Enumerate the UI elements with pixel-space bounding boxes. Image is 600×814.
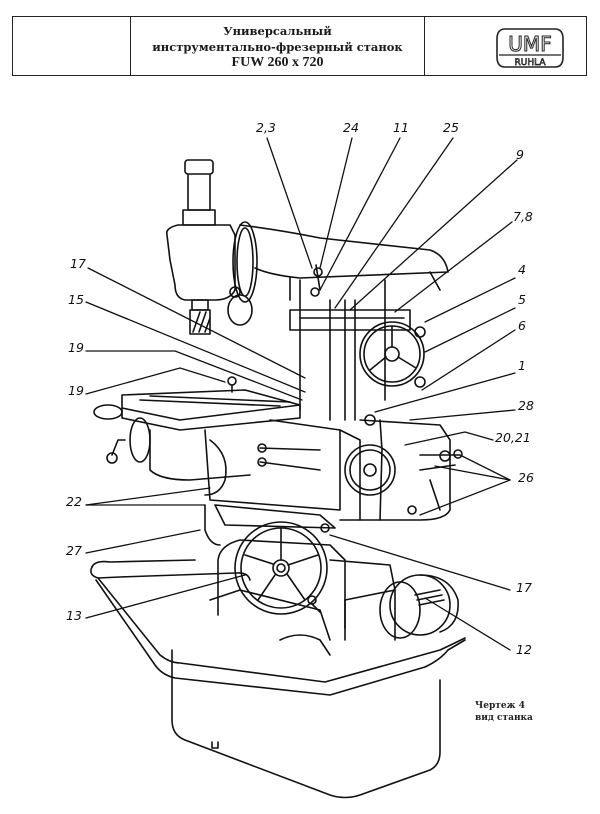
overarm <box>239 224 449 301</box>
callout-17-top: 17 <box>70 256 86 271</box>
title-block: Универсальный инструментально-фрезерный … <box>12 16 587 76</box>
logo-ruhla-text: RUHLA <box>515 58 547 68</box>
leader-26c <box>419 479 511 516</box>
title-block-logo-cell: UMF RUHLA <box>425 17 587 75</box>
umf-ruhla-logo: UMF RUHLA <box>496 28 564 68</box>
work-table <box>121 376 301 431</box>
leader-25 <box>334 137 454 309</box>
leader-28 <box>409 409 516 421</box>
title-line-1: Универсальный <box>223 24 332 38</box>
callout-26: 26 <box>518 470 534 485</box>
leader-22a <box>85 487 211 506</box>
callout-13: 13 <box>66 608 82 623</box>
upper-handwheel <box>359 321 426 388</box>
milling-cutter <box>189 309 211 335</box>
caption-drawing-number: Чертеж 4 <box>475 701 526 711</box>
leader-27 <box>85 529 201 554</box>
drive-motor <box>379 574 459 639</box>
leader-9 <box>349 159 518 311</box>
leader-11 <box>319 137 401 291</box>
callout-11: 11 <box>393 120 409 135</box>
side-gearbox <box>344 414 463 521</box>
knee-pedestal <box>217 539 396 641</box>
callout-28: 28 <box>518 398 534 413</box>
callout-7-8: 7,8 <box>513 209 533 224</box>
leader-4 <box>424 277 516 323</box>
title-line-2: инструментально-фрезерный станок <box>152 40 403 54</box>
knee-front <box>204 504 336 546</box>
leader-2-3 <box>266 137 313 269</box>
leader-6 <box>421 329 516 391</box>
feed-gearbox <box>289 264 411 331</box>
leader-19b <box>85 367 226 395</box>
leader-26a <box>459 454 511 481</box>
callout-22: 22 <box>66 494 82 509</box>
callout-6: 6 <box>518 318 526 333</box>
table-handwheel <box>93 404 151 464</box>
leader-13 <box>85 574 246 619</box>
leader-15 <box>85 301 306 393</box>
vertical-milling-head <box>165 159 258 335</box>
callout-2-3: 2,3 <box>256 120 276 135</box>
lower-handwheel <box>234 521 328 615</box>
leader-24 <box>319 137 353 269</box>
callout-5: 5 <box>518 292 526 307</box>
leader-1 <box>374 372 516 413</box>
callout-4: 4 <box>518 262 526 277</box>
callout-19-b: 19 <box>68 383 84 398</box>
leader-7-8 <box>394 221 513 313</box>
leader-12 <box>424 597 511 651</box>
callout-1: 1 <box>518 358 526 373</box>
saddle <box>149 419 361 521</box>
callout-20-21: 20,21 <box>495 430 531 445</box>
title-block-title-cell: Универсальный инструментально-фрезерный … <box>130 17 425 75</box>
callout-25: 25 <box>443 120 459 135</box>
leader-19a <box>85 350 303 401</box>
callout-19-a: 19 <box>68 340 84 355</box>
callout-12: 12 <box>516 642 532 657</box>
machine-base <box>171 649 441 799</box>
leader-lines <box>85 137 518 651</box>
drawing-caption: Чертеж 4 вид станка <box>475 700 533 724</box>
model-designation: FUW 260 x 720 <box>231 55 324 70</box>
leader-17-top <box>87 267 306 379</box>
leader-5 <box>424 307 516 353</box>
callout-9: 9 <box>516 147 524 162</box>
callout-24: 24 <box>343 120 359 135</box>
logo-umf-text: UMF <box>508 32 551 56</box>
leader-26b <box>434 465 511 481</box>
leader-20-21 <box>404 431 494 446</box>
callout-15: 15 <box>68 292 84 307</box>
callout-17-bottom: 17 <box>516 580 532 595</box>
title-block-empty-cell <box>12 17 130 75</box>
leader-17-bottom <box>329 534 511 591</box>
column <box>299 279 386 421</box>
coolant-tray <box>90 559 466 696</box>
callout-27: 27 <box>66 543 82 558</box>
caption-view-name: вид станка <box>475 713 533 723</box>
